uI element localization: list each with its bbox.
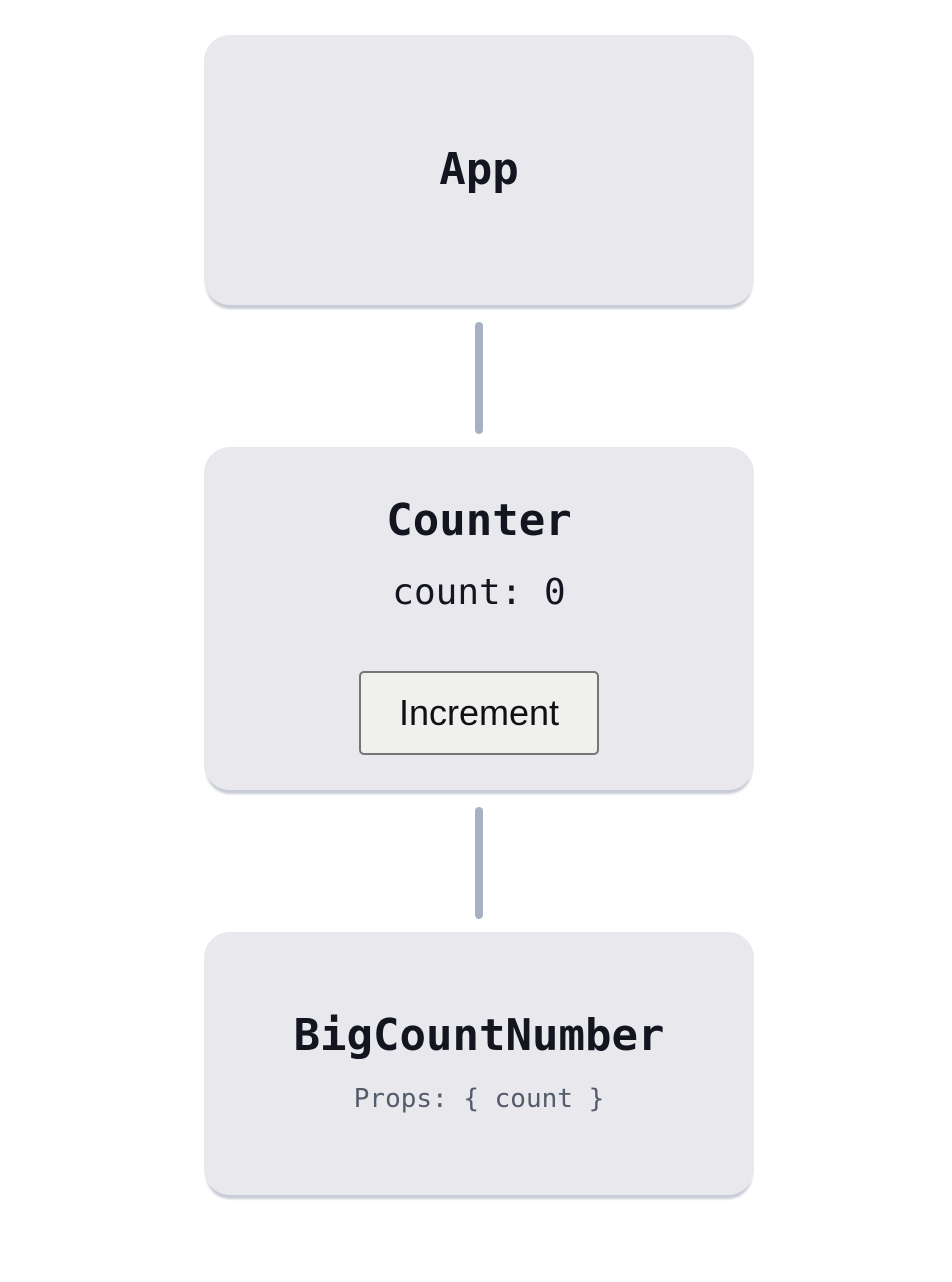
app-node-title: App [439,143,519,195]
big-count-number-node: BigCountNumber Props: { count } [204,932,754,1195]
connector-app-to-counter [475,322,483,434]
big-count-number-node-title: BigCountNumber [293,1009,665,1061]
app-node: App [204,35,754,305]
counter-state-text: count: 0 [392,572,566,614]
big-count-number-props-text: Props: { count } [353,1084,605,1115]
counter-node: Counter count: 0 Increment [204,447,754,790]
component-tree-diagram: App Counter count: 0 Increment BigCountN… [204,0,754,1195]
increment-button[interactable]: Increment [359,670,599,755]
counter-node-title: Counter [386,495,572,546]
connector-counter-to-bigcountnumber [475,807,483,919]
